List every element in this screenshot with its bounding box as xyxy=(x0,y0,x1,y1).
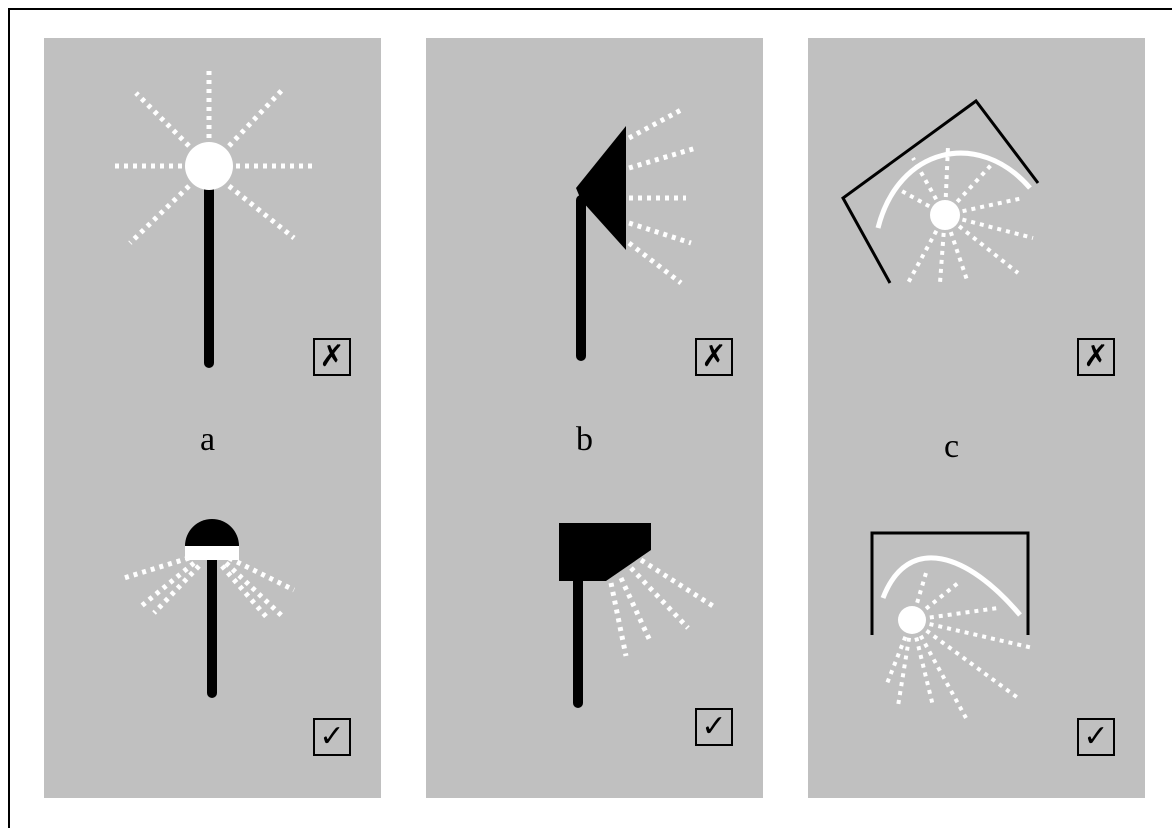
recommended-mark: ✓ xyxy=(313,718,351,756)
panel-label: b xyxy=(576,421,593,458)
recommended-mark: ✓ xyxy=(695,708,733,746)
not-recommended-mark: ✗ xyxy=(695,338,733,376)
tilted-reflector-fixture xyxy=(841,98,1040,284)
downward-light-rays xyxy=(884,572,1034,719)
panel-label: c xyxy=(943,428,960,465)
panel-b: ✗ b ✓ xyxy=(426,38,763,798)
panel-c: ✗ c ✓ xyxy=(808,38,1145,798)
unshielded-globe-lamp xyxy=(110,70,314,368)
light-rays-all-directions xyxy=(110,70,314,245)
downward-light-rays xyxy=(123,555,296,622)
outward-light-rays xyxy=(627,107,697,285)
downward-light-rays xyxy=(608,557,718,657)
panel-label: a xyxy=(199,421,216,458)
recommended-mark: ✓ xyxy=(1077,718,1115,756)
shielded-reflector-fixture xyxy=(870,531,1034,719)
not-recommended-mark: ✗ xyxy=(1077,338,1115,376)
panel-b-illustration xyxy=(559,107,718,708)
panel-a-illustration xyxy=(110,70,314,698)
light-rays xyxy=(899,145,1034,284)
panel-c-illustration xyxy=(841,98,1040,719)
figure-frame xyxy=(8,8,1172,828)
panel-a: ✗ a ✓ xyxy=(44,38,381,798)
full-cutoff-floodlight xyxy=(559,523,718,708)
shielded-globe-lamp xyxy=(123,519,296,698)
not-recommended-mark: ✗ xyxy=(313,338,351,376)
angled-floodlight xyxy=(576,107,697,361)
